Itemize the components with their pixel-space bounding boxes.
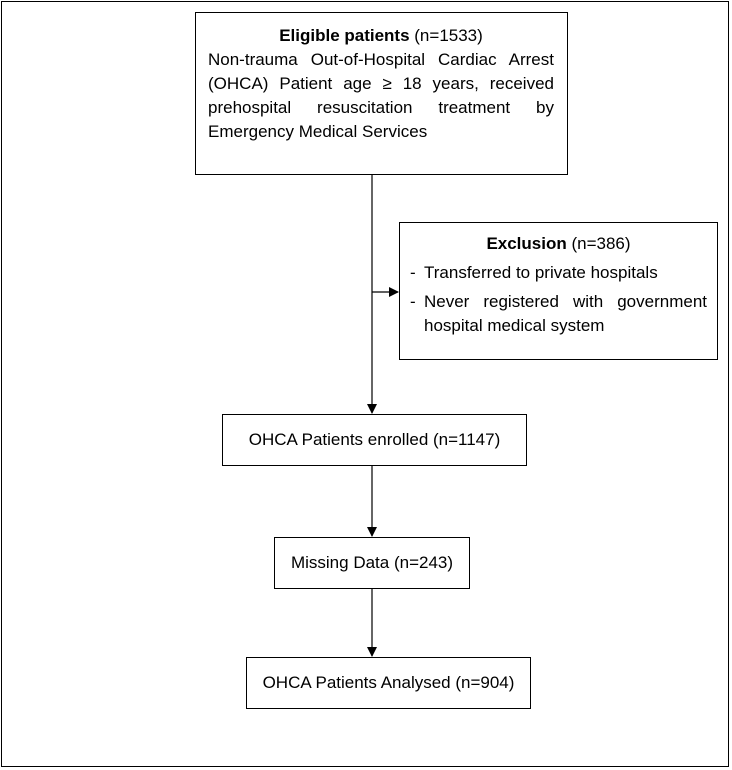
eligible-description: Non-trauma Out-of-Hospital Cardiac Arres… <box>208 50 554 141</box>
eligible-title-bold: Eligible patients <box>279 26 410 45</box>
missing-data-box: Missing Data (n=243) <box>274 537 470 589</box>
exclusion-item-dash: - <box>410 263 416 282</box>
eligible-patients-box: Eligible patients (n=1533) Non-trauma Ou… <box>195 12 568 175</box>
analysed-box: OHCA Patients Analysed (n=904) <box>246 657 531 709</box>
enrolled-label: OHCA Patients enrolled (n=1147) <box>248 430 501 449</box>
exclusion-title: Exclusion (n=386) <box>410 232 707 256</box>
enrolled-box: OHCA Patients enrolled (n=1147) <box>222 414 527 466</box>
missing-data-label: Missing Data (n=243) <box>290 553 454 572</box>
analysed-label: OHCA Patients Analysed (n=904) <box>262 673 515 692</box>
exclusion-item-text: Never registered with government hospita… <box>424 292 707 335</box>
exclusion-title-count: (n=386) <box>566 234 631 253</box>
exclusion-item: - Transferred to private hospitals <box>410 261 707 285</box>
exclusion-box: Exclusion (n=386) - Transferred to priva… <box>399 222 718 360</box>
exclusion-item-dash: - <box>410 292 416 311</box>
exclusion-title-bold: Exclusion <box>486 234 567 253</box>
exclusion-item-text: Transferred to private hospitals <box>424 263 658 282</box>
exclusion-item: - Never registered with government hospi… <box>410 290 707 338</box>
eligible-title: Eligible patients (n=1533) <box>208 24 554 48</box>
eligible-title-count: (n=1533) <box>409 26 483 45</box>
